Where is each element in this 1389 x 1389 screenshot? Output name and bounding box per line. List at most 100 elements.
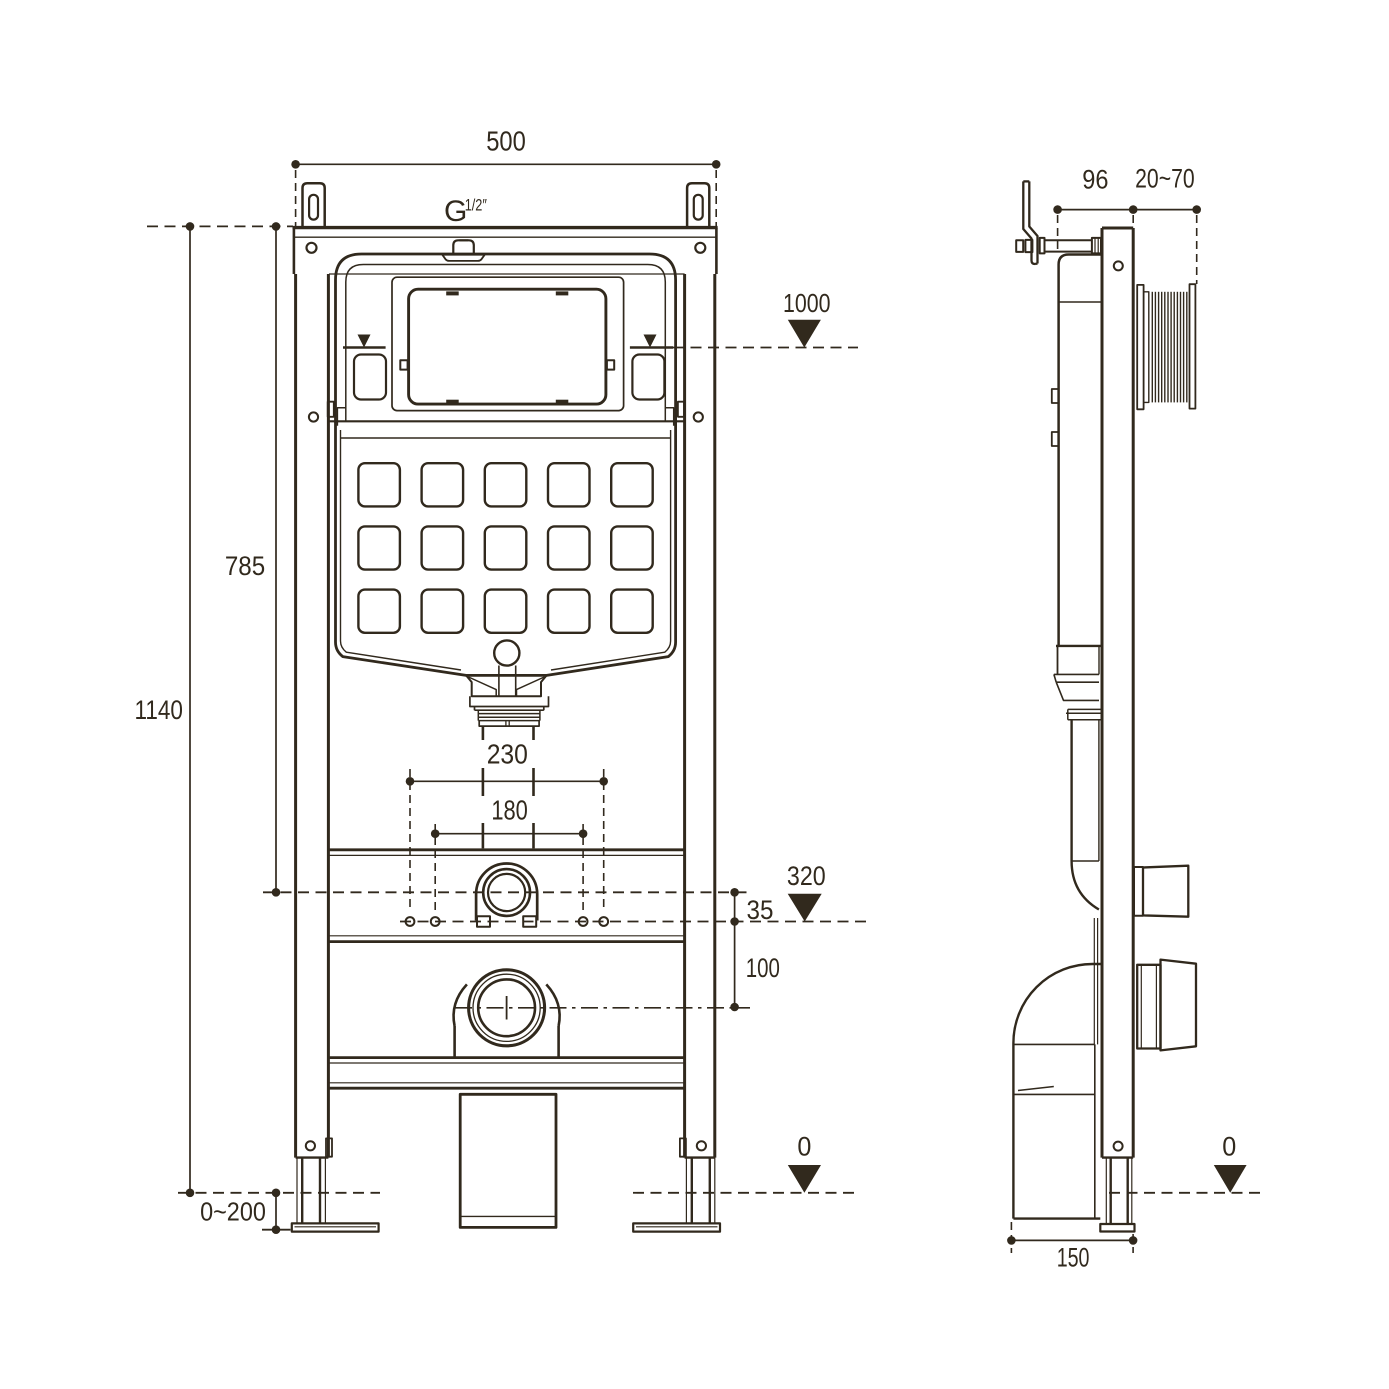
tank-inner-line-left [339, 430, 462, 671]
level-triangle-icon [787, 893, 822, 922]
collar-band-1 [469, 696, 550, 708]
side-frame-bar [1100, 226, 1135, 1159]
grid-square [483, 462, 528, 508]
dim-dot [730, 917, 739, 926]
grid-square [357, 462, 402, 508]
side-view: 96 20~70 0 150 [1007, 164, 1262, 1273]
outlet-arch [474, 862, 539, 921]
dim-cistern-height: 785 [225, 222, 281, 897]
outlet-box-outline [458, 1092, 558, 1229]
bracket-slot [692, 193, 704, 221]
corrugated-flange [1136, 283, 1197, 411]
dim-dot [1053, 205, 1062, 214]
drain-ring-middle [472, 973, 541, 1043]
supply-cap-base [441, 253, 486, 262]
grid-square [483, 525, 528, 571]
water-level-triangle-right [643, 334, 657, 348]
stub-collar [1136, 963, 1162, 1050]
cistern-tank-outline [334, 425, 677, 677]
level-marker-1000: 1000 [783, 288, 831, 348]
cistern-tab-lower [1050, 431, 1060, 447]
window-tick-bottom-left [446, 399, 459, 404]
cistern-neck-slant [1053, 674, 1057, 683]
wall-stub-drain [1136, 958, 1198, 1052]
front-side-rails [294, 274, 717, 1159]
grid-square [420, 588, 465, 634]
bracket-plate-bottom [1034, 262, 1038, 266]
arch-foot-step-left [336, 407, 346, 426]
dim-dot [271, 1188, 281, 1198]
stub-socket [1141, 864, 1190, 918]
front-top-plate [292, 225, 718, 275]
supply-cap [452, 239, 475, 255]
level-triangle-icon [1213, 1165, 1247, 1193]
inspection-window [391, 276, 625, 412]
level-text-0: 0 [797, 1132, 811, 1162]
bracket-plate-back [1028, 181, 1039, 264]
supply-thread-size-text: 1/2″ [465, 197, 487, 215]
bracket-bolt-head [1015, 239, 1025, 253]
label-mask [481, 796, 538, 823]
float-box-left [352, 353, 388, 401]
side-cistern [1050, 253, 1102, 702]
supply-thread-label: G 1/2″ [444, 195, 487, 228]
foot-plate-right [632, 1222, 722, 1233]
funnel-gusset-right [515, 676, 545, 697]
dim-dot [291, 160, 300, 169]
flush-outlet-ring-outer [481, 867, 532, 918]
bracket-outline [301, 181, 326, 228]
dim-overall-height: 1140 [135, 222, 195, 1198]
dim-dot [1192, 205, 1201, 214]
grid-square [610, 588, 654, 634]
bracket-collar [1090, 236, 1103, 255]
collar-notch [505, 720, 510, 727]
dim-text-96: 96 [1082, 165, 1108, 195]
dim-dot [1128, 205, 1138, 214]
water-level-marks [343, 334, 673, 401]
dim-35-100: 35 100 [730, 888, 780, 1012]
window-tick-top-right [555, 291, 569, 296]
grid-square [357, 588, 402, 634]
dim-foot-adjustment: 0~200 [200, 1188, 281, 1234]
rail-hole-upper-right [692, 411, 704, 423]
window-tick-bottom-right [555, 399, 569, 404]
stub-socket [1159, 958, 1198, 1052]
collar-ridges [477, 710, 541, 722]
rail-clip-upper-right [677, 400, 685, 418]
flush-valve-knob [492, 639, 521, 667]
side-leg [1099, 1157, 1136, 1233]
dim-dot [599, 777, 608, 786]
elbow-curve [1012, 962, 1102, 1044]
wall-stub-flush [1133, 864, 1190, 918]
water-level-triangle-left [357, 334, 371, 348]
dim-text-230: 230 [487, 739, 528, 770]
grid-square [546, 525, 591, 571]
level-triangle-icon [787, 319, 821, 348]
grid-square [610, 462, 654, 508]
flush-pipe-flange [1066, 708, 1101, 721]
bracket-nut [1024, 238, 1034, 254]
level-text-0: 0 [1222, 1132, 1236, 1162]
level-marker-0-side: 0 [1109, 1132, 1262, 1194]
window-inner-frame [407, 287, 608, 406]
grid-square [610, 525, 654, 571]
collar-band-2 [473, 706, 545, 712]
rail-hole-upper-left [307, 411, 320, 423]
front-legs [290, 1157, 722, 1233]
dim-dot [711, 160, 721, 169]
dim-dot [430, 829, 440, 838]
flange-corrugation [1151, 291, 1188, 403]
drain-outlet [452, 968, 561, 1058]
flange-plate-inner [1136, 283, 1145, 411]
side-flush-pipe [1066, 708, 1101, 911]
clamp-arm-right [545, 983, 561, 1027]
wall-bracket [1015, 180, 1103, 266]
dim-dot [405, 777, 415, 786]
outlet-arch-foot-left [476, 915, 491, 928]
dim-text-20-70: 20~70 [1135, 164, 1195, 194]
grid-square [483, 588, 528, 634]
dim-dot [185, 1188, 195, 1198]
funnel-outline [465, 674, 548, 698]
supply-connection [441, 239, 486, 262]
